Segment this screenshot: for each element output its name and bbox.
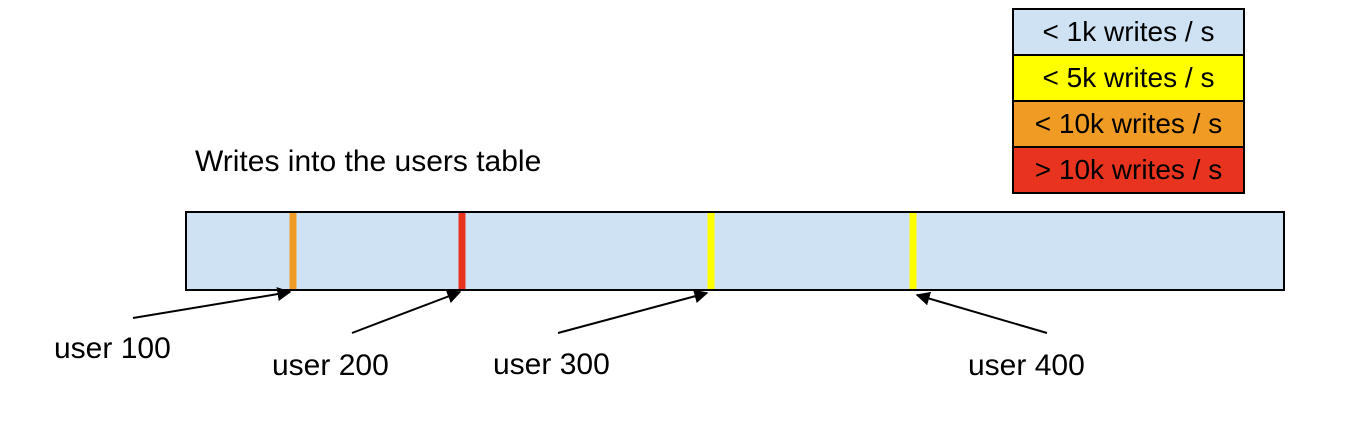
- label-user-300: user 300: [493, 348, 610, 381]
- legend-item-0: < 1k writes / s: [1012, 8, 1245, 56]
- arrow-user-100: [132, 287, 292, 319]
- legend-item-label: < 1k writes / s: [1042, 16, 1215, 47]
- users-table-bar-inner: [187, 213, 1283, 289]
- hot-key-marker-user-100: [289, 213, 297, 289]
- legend: < 1k writes / s < 5k writes / s < 10k writ…: [1012, 8, 1245, 194]
- legend-item-label: > 10k writes / s: [1034, 154, 1223, 185]
- legend-item-3: > 10k writes / s: [1012, 146, 1245, 194]
- arrow-user-200: [351, 289, 462, 334]
- label-user-200: user 200: [272, 349, 389, 382]
- arrow-user-400: [915, 291, 1048, 334]
- hot-key-marker-user-300: [707, 213, 715, 289]
- diagram-title: Writes into the users table: [195, 145, 542, 178]
- hot-key-marker-user-400: [909, 213, 917, 289]
- label-user-400: user 400: [968, 349, 1085, 382]
- legend-item-label: < 5k writes / s: [1042, 62, 1215, 93]
- legend-item-label: < 10k writes / s: [1034, 108, 1223, 139]
- label-user-100: user 100: [54, 332, 171, 365]
- hot-key-marker-user-200: [458, 213, 466, 289]
- arrow-user-300: [557, 289, 709, 334]
- users-table-bar: [185, 211, 1285, 291]
- legend-item-1: < 5k writes / s: [1012, 54, 1245, 102]
- legend-item-2: < 10k writes / s: [1012, 100, 1245, 148]
